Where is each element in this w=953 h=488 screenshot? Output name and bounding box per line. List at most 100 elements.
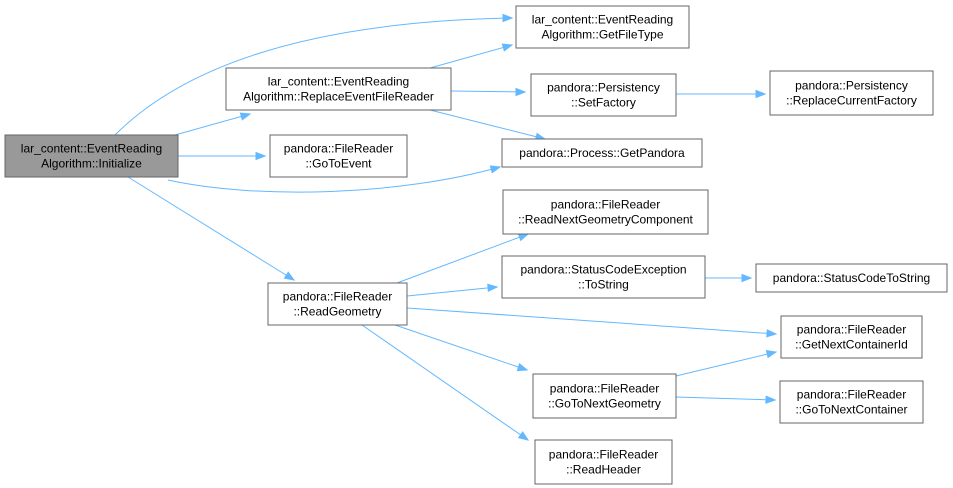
node-box[interactable] — [755, 263, 948, 293]
edge-line — [675, 396, 776, 401]
node-status-code-to-string[interactable]: pandora::StatusCodeToString — [755, 263, 948, 293]
node-status-code-exception-to-string[interactable]: pandora::StatusCodeException::ToString — [501, 255, 706, 299]
node-label-line: ::GoToEvent — [305, 157, 372, 171]
node-box[interactable] — [267, 282, 408, 326]
edge-line — [396, 233, 529, 284]
edge-replace-event-file-reader-to-process-get-pandora — [429, 109, 547, 141]
node-persistency-replace-current-factory[interactable]: pandora::Persistency::ReplaceCurrentFact… — [769, 70, 934, 116]
node-file-reader-go-to-next-geometry[interactable]: pandora::FileReader::GoToNextGeometry — [532, 373, 677, 419]
node-box[interactable] — [225, 67, 452, 111]
arrowhead-icon — [283, 271, 296, 281]
node-process-get-pandora[interactable]: pandora::Process::GetPandora — [501, 138, 703, 168]
edge-initialize-to-replace-event-file-reader — [174, 112, 252, 136]
node-label-line: pandora::Process::GetPandora — [519, 146, 685, 160]
arrowhead-icon — [487, 283, 499, 293]
node-file-reader-read-geometry[interactable]: pandora::FileReader::ReadGeometry — [267, 282, 408, 326]
node-box[interactable] — [769, 70, 934, 116]
arrowhead-icon — [766, 329, 778, 338]
node-box[interactable] — [780, 315, 923, 359]
edge-replace-event-file-reader-to-persistency-set-factory — [450, 87, 527, 97]
edge-persistency-set-factory-to-persistency-replace-current-factory — [676, 89, 767, 99]
node-box[interactable] — [530, 73, 677, 117]
edge-file-reader-read-geometry-to-file-reader-go-to-next-geometry — [394, 324, 529, 372]
node-label-line: lar_content::EventReading — [268, 75, 409, 89]
edge-replace-event-file-reader-to-get-file-type — [429, 43, 514, 69]
node-label-line: ::SetFactory — [571, 96, 636, 110]
arrowhead-icon — [517, 233, 530, 242]
arrowhead-icon — [517, 431, 530, 441]
node-get-file-type[interactable]: lar_content::EventReadingAlgorithm::GetF… — [515, 5, 690, 49]
edge-line — [406, 307, 777, 335]
node-label-line: pandora::Persistency — [795, 79, 908, 93]
node-box[interactable] — [502, 189, 709, 235]
node-box[interactable] — [534, 439, 673, 485]
edge-line — [406, 286, 498, 297]
node-label-line: ::ReadHeader — [566, 463, 641, 477]
arrowhead-icon — [741, 273, 753, 283]
edge-line — [394, 324, 528, 371]
node-label-line: pandora::StatusCodeException — [520, 263, 686, 277]
nodes-layer: lar_content::EventReadingAlgorithm::Init… — [4, 5, 948, 485]
node-replace-event-file-reader[interactable]: lar_content::EventReadingAlgorithm::Repl… — [225, 67, 452, 111]
node-label-line: pandora::FileReader — [797, 323, 906, 337]
arrowhead-icon — [755, 89, 767, 99]
node-label-line: ::GetNextContainerId — [795, 338, 908, 352]
arrowhead-icon — [765, 350, 778, 359]
edge-line — [361, 324, 529, 441]
node-box[interactable] — [269, 134, 408, 178]
node-box[interactable] — [515, 5, 690, 49]
node-label-line: ::GoToNextGeometry — [548, 397, 661, 411]
edge-line — [675, 351, 777, 377]
edge-line — [127, 176, 295, 281]
arrowhead-icon — [489, 165, 502, 174]
edge-line — [114, 17, 513, 136]
edge-line — [167, 166, 501, 193]
arrowhead-icon — [502, 13, 514, 23]
node-file-reader-go-to-event[interactable]: pandora::FileReader::GoToEvent — [269, 134, 408, 178]
node-label-line: Algorithm::ReplaceEventFileReader — [243, 90, 434, 104]
node-label-line: pandora::FileReader — [551, 198, 660, 212]
edge-file-reader-read-geometry-to-file-reader-read-header — [361, 324, 530, 441]
edge-initialize-to-process-get-pandora — [167, 165, 502, 193]
node-label-line: pandora::FileReader — [797, 388, 906, 402]
node-file-reader-read-next-geometry-component[interactable]: pandora::FileReader::ReadNextGeometryCom… — [502, 189, 709, 235]
node-label-line: ::ReadGeometry — [293, 305, 381, 319]
arrowhead-icon — [516, 363, 529, 372]
edge-file-reader-read-geometry-to-file-reader-get-next-container-id — [406, 307, 778, 338]
arrowhead-icon — [765, 395, 777, 404]
edge-file-reader-go-to-next-geometry-to-file-reader-get-next-container-id — [675, 350, 778, 377]
node-file-reader-read-header[interactable]: pandora::FileReader::ReadHeader — [534, 439, 673, 485]
edge-line — [174, 113, 251, 136]
node-label-line: lar_content::EventReading — [532, 13, 673, 27]
arrowhead-icon — [255, 151, 267, 161]
edge-line — [429, 44, 513, 69]
arrowhead-icon — [501, 43, 514, 52]
edge-line — [450, 90, 526, 93]
node-box[interactable] — [4, 134, 179, 178]
node-label-line: lar_content::EventReading — [21, 142, 162, 156]
node-file-reader-get-next-container-id[interactable]: pandora::FileReader::GetNextContainerId — [780, 315, 923, 359]
node-label-line: pandora::StatusCodeToString — [773, 271, 930, 285]
arrowhead-icon — [515, 87, 527, 97]
node-label-line: pandora::FileReader — [284, 142, 393, 156]
edges-layer — [114, 13, 778, 441]
edge-initialize-to-get-file-type — [114, 13, 514, 136]
node-box[interactable] — [532, 373, 677, 419]
node-box[interactable] — [501, 138, 703, 168]
node-label-line: pandora::FileReader — [283, 290, 392, 304]
edge-file-reader-read-geometry-to-status-code-exception-to-string — [406, 283, 499, 297]
node-box[interactable] — [501, 255, 706, 299]
node-label-line: Algorithm::GetFileType — [541, 28, 663, 42]
node-box[interactable] — [779, 380, 924, 424]
edge-status-code-exception-to-string-to-status-code-to-string — [705, 273, 753, 283]
node-file-reader-go-to-next-container[interactable]: pandora::FileReader::GoToNextContainer — [779, 380, 924, 424]
edge-initialize-to-file-reader-go-to-event — [178, 151, 267, 161]
node-label-line: pandora::Persistency — [547, 81, 660, 95]
node-label-line: pandora::FileReader — [550, 382, 659, 396]
edge-file-reader-go-to-next-geometry-to-file-reader-go-to-next-container — [675, 395, 777, 404]
node-initialize[interactable]: lar_content::EventReadingAlgorithm::Init… — [4, 134, 179, 178]
node-label-line: ::GoToNextContainer — [795, 403, 907, 417]
edge-line — [429, 109, 546, 140]
node-persistency-set-factory[interactable]: pandora::Persistency::SetFactory — [530, 73, 677, 117]
